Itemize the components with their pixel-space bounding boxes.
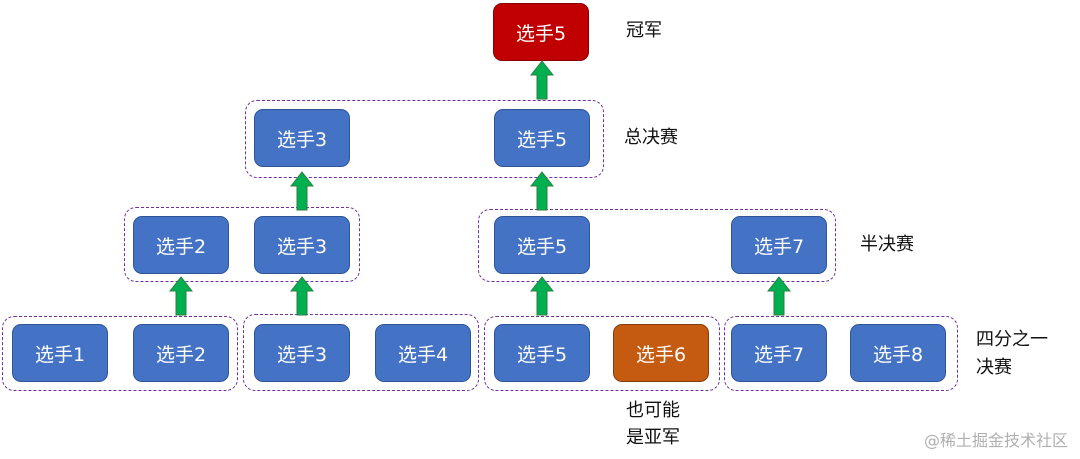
finals-player-3: 选手3 bbox=[254, 109, 350, 167]
quarterfinal-player-1: 选手1 bbox=[12, 324, 108, 382]
semifinals-label: 半决赛 bbox=[860, 234, 914, 255]
arrow-up-icon bbox=[767, 276, 791, 316]
arrow-up-icon bbox=[530, 276, 554, 316]
arrow-up-icon bbox=[530, 171, 554, 211]
quarterfinal-player-3: 选手3 bbox=[254, 324, 350, 382]
runner-up-note-line1: 也可能 bbox=[626, 400, 680, 421]
semifinal-group-right bbox=[478, 209, 836, 282]
champion-label: 冠军 bbox=[626, 20, 662, 41]
quarterfinal-player-4: 选手4 bbox=[375, 324, 471, 382]
champion-node: 选手5 bbox=[493, 3, 589, 61]
semifinal-group-left bbox=[124, 207, 360, 282]
semifinal-player-5: 选手5 bbox=[494, 216, 590, 274]
arrow-up-icon bbox=[169, 276, 193, 316]
quarterfinals-label-line1: 四分之一 bbox=[976, 329, 1048, 350]
finals-group bbox=[245, 100, 604, 178]
arrow-up-icon bbox=[290, 171, 314, 211]
finals-label: 总决赛 bbox=[624, 127, 678, 148]
runner-up-note-line2: 是亚军 bbox=[626, 427, 680, 448]
quarterfinal-player-6: 选手6 bbox=[613, 324, 709, 382]
semifinal-player-2: 选手2 bbox=[133, 216, 229, 274]
quarterfinal-group-3 bbox=[484, 316, 720, 391]
quarterfinal-group-4 bbox=[724, 316, 958, 391]
arrow-up-icon bbox=[530, 60, 554, 100]
quarterfinal-player-7: 选手7 bbox=[731, 324, 827, 382]
semifinal-player-7: 选手7 bbox=[731, 216, 827, 274]
watermark: @稀土掘金技术社区 bbox=[923, 431, 1068, 450]
quarterfinal-player-8: 选手8 bbox=[850, 324, 946, 382]
quarterfinal-player-2: 选手2 bbox=[133, 324, 229, 382]
quarterfinal-group-1 bbox=[2, 316, 238, 391]
quarterfinal-group-2 bbox=[243, 314, 479, 391]
quarterfinals-label-line2: 决赛 bbox=[976, 357, 1012, 378]
semifinal-player-3: 选手3 bbox=[254, 216, 350, 274]
finals-player-5: 选手5 bbox=[494, 109, 590, 167]
arrow-up-icon bbox=[290, 276, 314, 316]
quarterfinal-player-5: 选手5 bbox=[494, 324, 590, 382]
